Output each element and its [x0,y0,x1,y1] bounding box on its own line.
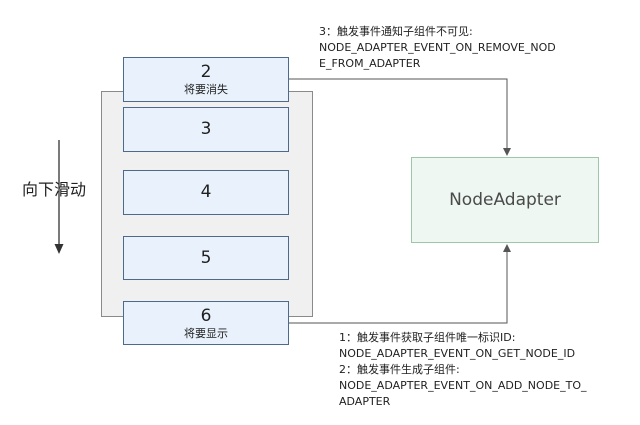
annotation-line: NODE_ADAPTER_EVENT_ON_ADD_NODE_TO_ [339,379,587,392]
item-number: 6 [200,305,212,326]
list-item: 4 [123,170,289,215]
remove-event-annotation: 3：触发事件通知子组件不可见: NODE_ADAPTER_EVENT_ON_REM… [319,24,556,72]
add-event-annotation: 1：触发事件获取子组件唯一标识ID: NODE_ADAPTER_EVENT_ON_… [339,330,587,410]
item-caption: 将要显示 [184,326,228,340]
item-number: 4 [200,182,212,202]
annotation-line: ADAPTER [339,395,391,408]
annotation-line: NODE_ADAPTER_EVENT_ON_REMOVE_NOD [319,41,556,54]
list-item-leaving: 2 将要消失 [123,57,289,102]
annotation-line: 1：触发事件获取子组件唯一标识ID: [339,331,516,344]
annotation-line: E_FROM_ADAPTER [319,57,421,70]
list-item: 5 [123,236,289,280]
node-adapter-label: NodeAdapter [449,190,561,210]
list-item: 3 [123,107,289,152]
item-number: 3 [200,119,212,139]
item-number: 2 [200,62,212,82]
item-number: 5 [200,247,212,268]
annotation-line: 3：触发事件通知子组件不可见: [319,25,473,38]
item-caption: 将要消失 [184,83,228,96]
list-item-entering: 6 将要显示 [123,301,289,345]
remove-connector [289,78,511,156]
scroll-direction-label: 向下滑动 [22,180,87,199]
annotation-line: NODE_ADAPTER_EVENT_ON_GET_NODE_ID [339,347,576,360]
scroll-down-arrowhead [54,244,64,254]
add-connector [289,244,511,324]
annotation-line: 2：触发事件生成子组件: [339,363,460,376]
node-adapter-box: NodeAdapter [411,157,599,243]
